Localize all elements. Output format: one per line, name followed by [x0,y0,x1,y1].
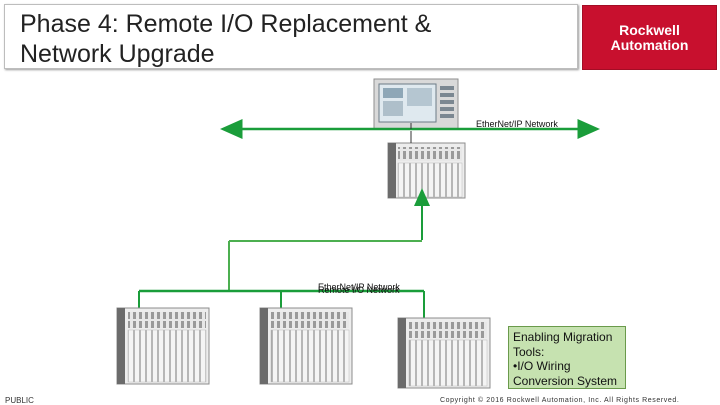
controller-rack-top [387,142,466,199]
logo-line-2: Automation [610,37,689,53]
title-line-2: Network Upgrade [20,40,215,68]
title-line-1: Phase 4: Remote I/O Replacement & [20,10,432,38]
tools-line-2: Tools: [513,344,545,359]
remote-network-label-a: EtherNet/IP Network [318,282,400,292]
tools-line-3: •I/O Wiring [513,359,571,373]
remote-rack-2 [259,307,353,385]
remote-network-label-b: Remote I/O Network [318,285,400,295]
footer-copyright: Copyright © 2016 Rockwell Automation, In… [440,397,680,404]
enabling-migration-tools-box: Enabling Migration Tools: •I/O Wiring Co… [508,326,626,389]
title-box: Phase 4: Remote I/O Replacement & Networ… [4,4,578,69]
remote-rack-3 [397,317,491,389]
footer-classification: PUBLIC [5,396,34,405]
slide-title: Phase 4: Remote I/O Replacement & Networ… [20,9,580,69]
rockwell-logo: Rockwell Automation [582,5,717,70]
remote-rack-1 [116,307,210,385]
hmi-terminal [373,78,459,130]
tools-line-4: Conversion System [513,373,618,388]
logo-line-1: Rockwell [619,22,680,38]
top-network-label: EtherNet/IP Network [476,119,558,129]
tools-line-1: Enabling Migration [513,330,613,344]
